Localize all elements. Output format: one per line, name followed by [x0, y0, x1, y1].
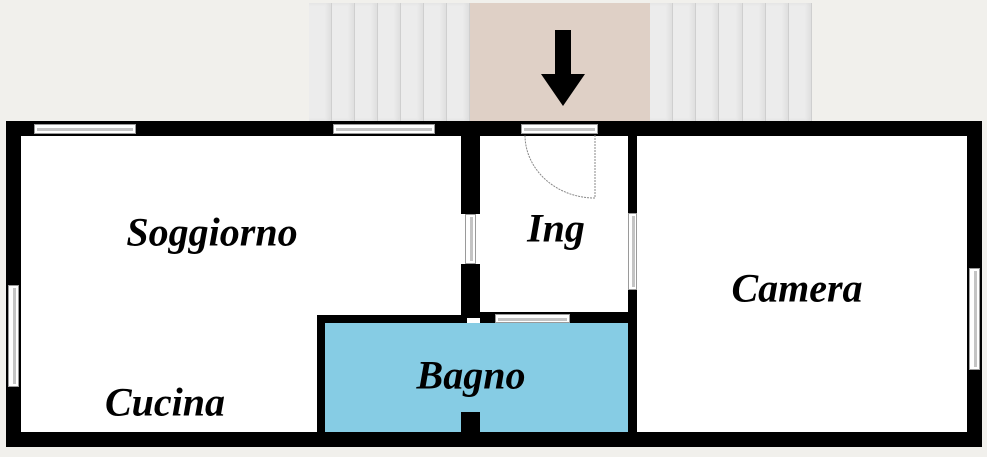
- wall-top: [6, 121, 982, 136]
- door-swing-icon: [524, 134, 596, 199]
- window-top-soggiorno-1: [34, 124, 136, 134]
- window-top-soggiorno-2: [333, 124, 435, 134]
- wall-bagno-stub: [461, 412, 480, 432]
- room-label-bagno: Bagno: [416, 352, 526, 398]
- wall-bagno-left: [317, 315, 325, 432]
- stairs-right: [650, 3, 812, 121]
- entrance-door-opening: [521, 124, 598, 134]
- arrow-down-icon: [541, 30, 585, 106]
- wall-left: [6, 121, 21, 447]
- room-label-ingresso: Ing: [527, 205, 585, 251]
- window-left-cucina: [8, 285, 19, 387]
- room-label-camera: Camera: [731, 265, 863, 311]
- opening-ing-bagno: [495, 314, 570, 323]
- wall-bagno-top: [317, 315, 467, 323]
- wall-soggiorno-ing-lower: [461, 264, 480, 318]
- room-label-soggiorno: Soggiorno: [126, 209, 298, 255]
- window-right-camera: [969, 268, 980, 370]
- opening-ing-camera: [628, 213, 637, 290]
- opening-soggiorno-ing: [465, 214, 476, 264]
- wall-soggiorno-ing-upper: [461, 136, 480, 214]
- room-label-cucina: Cucina: [104, 379, 226, 425]
- stairs-left: [309, 3, 470, 121]
- wall-bottom: [6, 432, 982, 447]
